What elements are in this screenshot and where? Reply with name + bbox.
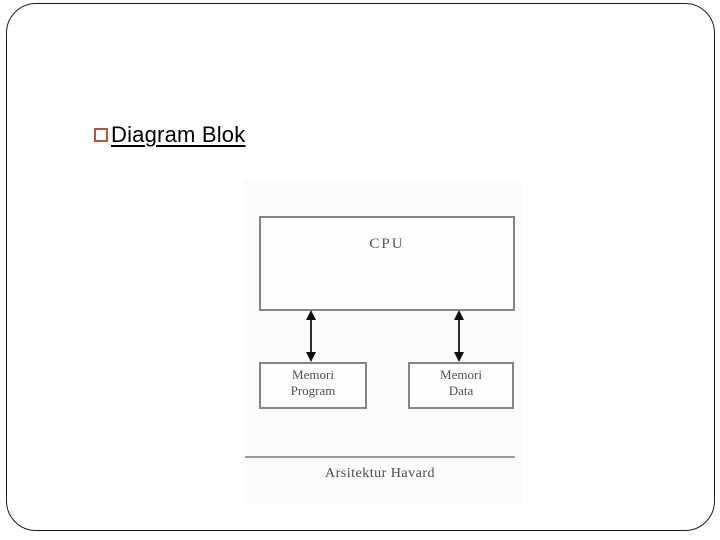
square-bullet-icon [94,128,108,142]
diagram-caption: Arsitektur Havard [325,466,435,481]
connector-arrows-layer [306,310,464,362]
memory-program-box: Memori Program [259,362,367,409]
double-arrow-right-icon [454,310,464,362]
memory-program-label-line1: Memori [292,367,334,382]
page-title: Diagram Blok [111,122,246,147]
slide-canvas: Diagram Blok CPU Memori Program Memori D… [6,3,715,531]
memory-data-box: Memori Data [408,362,514,409]
double-arrow-left-icon [306,310,316,362]
memory-data-label-line1: Memori [440,367,482,382]
cpu-box: CPU [259,216,515,311]
block-diagram-image: CPU Memori Program Memori Data Arsitektu… [244,180,522,504]
memory-program-label-line2: Program [290,383,336,398]
cpu-label: CPU [369,236,405,252]
slide-title-row: Diagram Blok [94,122,245,148]
memory-data-label-line2: Data [448,383,474,398]
caption-divider-line [245,456,515,458]
